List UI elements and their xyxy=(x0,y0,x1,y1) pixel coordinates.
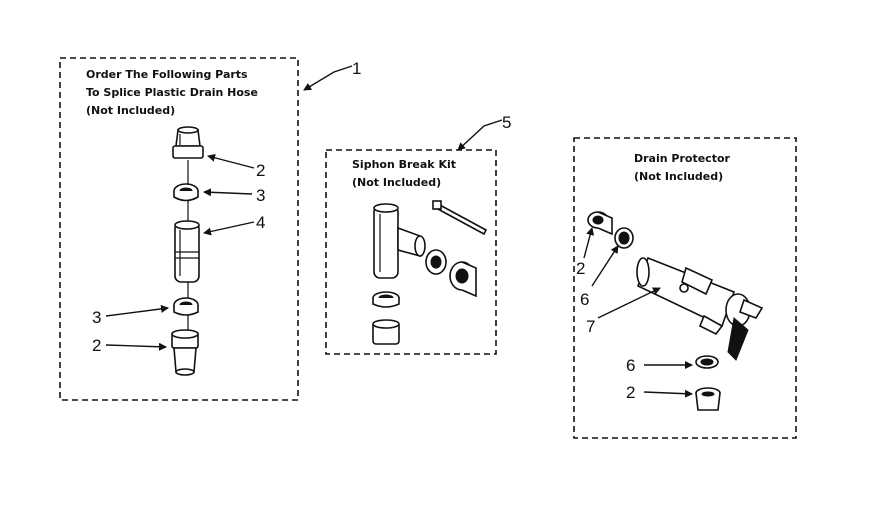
drain-label-6-top: 6 xyxy=(580,290,589,309)
siphon-adapter-side xyxy=(449,261,477,298)
splice-title-line-1: Order The Following Parts xyxy=(86,68,248,81)
callout-5-label: 5 xyxy=(502,113,511,132)
drain-title-line-2: (Not Included) xyxy=(634,170,723,183)
siphon-clamp-bottom xyxy=(372,291,400,308)
drain-protector-box xyxy=(573,137,797,439)
drain-label-2-bottom: 2 xyxy=(626,383,635,402)
splice-title-line-3: (Not Included) xyxy=(86,104,175,117)
siphon-clamp-side xyxy=(425,249,447,275)
drain-title-line-1: Drain Protector xyxy=(634,152,731,165)
drain-leader-6-top xyxy=(591,245,619,287)
splice-parts-group: Order The Following Parts To Splice Plas… xyxy=(59,57,361,401)
drain-ring-bottom xyxy=(695,355,719,369)
splice-label-2-bottom: 2 xyxy=(92,336,101,355)
siphon-break-kit-group: Siphon Break Kit (Not Included) 5 xyxy=(325,113,511,355)
drain-label-6-bottom: 6 xyxy=(626,356,635,375)
hose-coupling-tube xyxy=(174,220,200,283)
drain-fitting-top xyxy=(587,211,613,236)
drain-label-7: 7 xyxy=(586,317,595,336)
drain-protector-group: Drain Protector (Not Included) xyxy=(573,137,797,439)
drain-fitting-bottom xyxy=(695,387,721,411)
splice-leader-3-top xyxy=(203,188,253,197)
callout-5-leader xyxy=(457,119,503,151)
siphon-title-line-2: (Not Included) xyxy=(352,176,441,189)
splice-label-4: 4 xyxy=(256,213,265,232)
drain-leader-2-bottom xyxy=(643,389,693,398)
siphon-tee-body xyxy=(373,203,426,279)
splice-label-2-top: 2 xyxy=(256,161,265,180)
drain-label-2-top: 2 xyxy=(576,259,585,278)
callout-1-label: 1 xyxy=(352,59,361,78)
splice-leader-4 xyxy=(203,221,255,236)
drain-ring-top xyxy=(614,227,634,249)
splice-label-3-top: 3 xyxy=(256,186,265,205)
drain-leader-7 xyxy=(597,287,661,319)
drain-leader-2-top xyxy=(583,227,595,259)
siphon-fitting-bottom xyxy=(372,319,400,345)
siphon-title-line-1: Siphon Break Kit xyxy=(352,158,456,171)
splice-leader-3-bottom xyxy=(105,304,169,317)
splice-title-line-2: To Splice Plastic Drain Hose xyxy=(86,86,258,99)
hose-clamp-bottom xyxy=(173,297,199,316)
drain-protector-body xyxy=(636,256,764,361)
tie-strap xyxy=(432,200,488,236)
splice-leader-2-bottom xyxy=(105,342,167,351)
siphon-kit-box xyxy=(325,149,497,355)
callout-1-leader xyxy=(303,65,353,91)
splice-leader-2-top xyxy=(207,153,255,169)
hose-fitting-bottom xyxy=(171,329,199,376)
hose-clamp-top xyxy=(173,183,199,202)
hose-fitting-top xyxy=(172,126,204,159)
splice-label-3-bottom: 3 xyxy=(92,308,101,327)
